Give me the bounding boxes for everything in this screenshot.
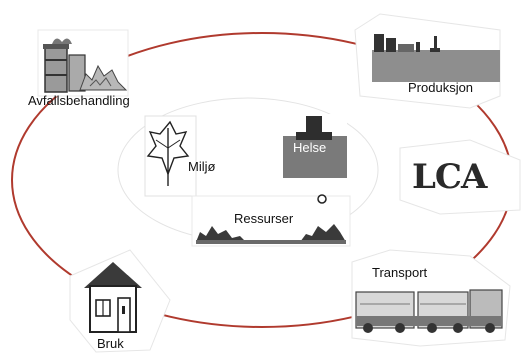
- landscape-icon: [196, 194, 346, 244]
- health-card: [283, 114, 347, 178]
- label-ressurser: Ressurser: [234, 211, 294, 226]
- factory-icon: [372, 34, 500, 82]
- waste-card: [37, 29, 129, 97]
- transport-card: [351, 249, 511, 347]
- lca-card: [399, 139, 521, 215]
- label-produksjon: Produksjon: [408, 80, 474, 95]
- production-card: [354, 13, 501, 109]
- environment-card: [144, 115, 197, 197]
- health-person-icon: [283, 116, 347, 178]
- lca-logo-text: LCA: [412, 157, 487, 197]
- label-bruk: Bruk: [97, 336, 124, 351]
- leaf-icon: [146, 120, 190, 186]
- resources-card: [191, 194, 351, 247]
- label-miljo: Miljø: [188, 159, 216, 174]
- label-avfallsbehandling: Avfallsbehandling: [28, 93, 130, 108]
- truck-icon: [355, 289, 503, 333]
- waste-bins-icon: [43, 38, 128, 93]
- label-helse: Helse: [293, 140, 327, 155]
- house-icon: [84, 262, 142, 333]
- label-transport: Transport: [372, 265, 428, 280]
- use-card: [69, 249, 171, 353]
